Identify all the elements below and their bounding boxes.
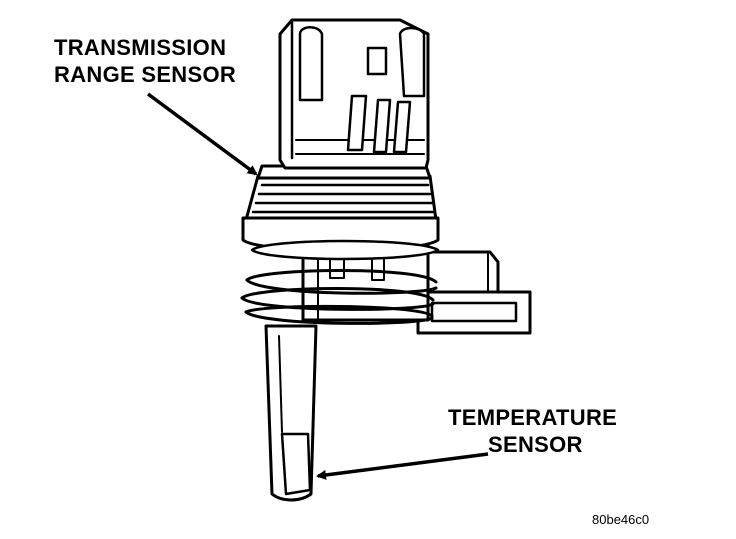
- temperature-probe: [264, 324, 318, 502]
- threaded-collar: [241, 174, 440, 261]
- trs-leader-arrow: [146, 92, 258, 176]
- trs-label-line1: TRANSMISSION: [54, 35, 227, 60]
- coil-rings: [240, 269, 438, 325]
- trs-label-line2: RANGE SENSOR: [54, 62, 237, 87]
- temp-label-line1: TEMPERATURE: [448, 405, 618, 430]
- temp-leader-arrow: [316, 452, 489, 480]
- figure-code: 80be46c0: [592, 512, 650, 527]
- connector-pins: [346, 94, 412, 154]
- connector-housing: [278, 18, 430, 170]
- temp-label-line2: SENSOR: [488, 432, 583, 457]
